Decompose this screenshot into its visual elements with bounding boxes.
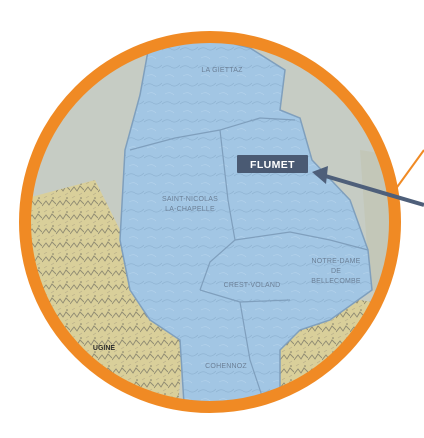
label-notre-dame-1: NOTRE-DAME: [311, 258, 360, 265]
flumet-callout-box: [237, 155, 308, 173]
label-saint-nicolas-2: LA-CHAPELLE: [165, 206, 215, 213]
callout-connector: [394, 149, 424, 191]
orange-ring: [19, 31, 401, 413]
pointer-arrow-shaft: [321, 173, 424, 207]
flumet-callout-label: FLUMET: [250, 159, 295, 171]
communes-region: [119, 37, 373, 407]
label-cohennoz: COHENNOZ: [205, 363, 247, 370]
pointer-arrow-head: [312, 166, 328, 184]
label-crest-voland: CREST-VOLAND: [224, 282, 281, 289]
label-saint-nicolas-1: SAINT-NICOLAS: [162, 196, 218, 203]
label-notre-dame-2: DE: [331, 268, 341, 275]
label-notre-dame-3: BELLECOMBE: [311, 278, 361, 285]
label-ugine: UGINE: [93, 345, 116, 352]
label-la-giettaz: LA GIETTAZ: [201, 67, 243, 74]
border-notre-dame: [234, 231, 369, 251]
